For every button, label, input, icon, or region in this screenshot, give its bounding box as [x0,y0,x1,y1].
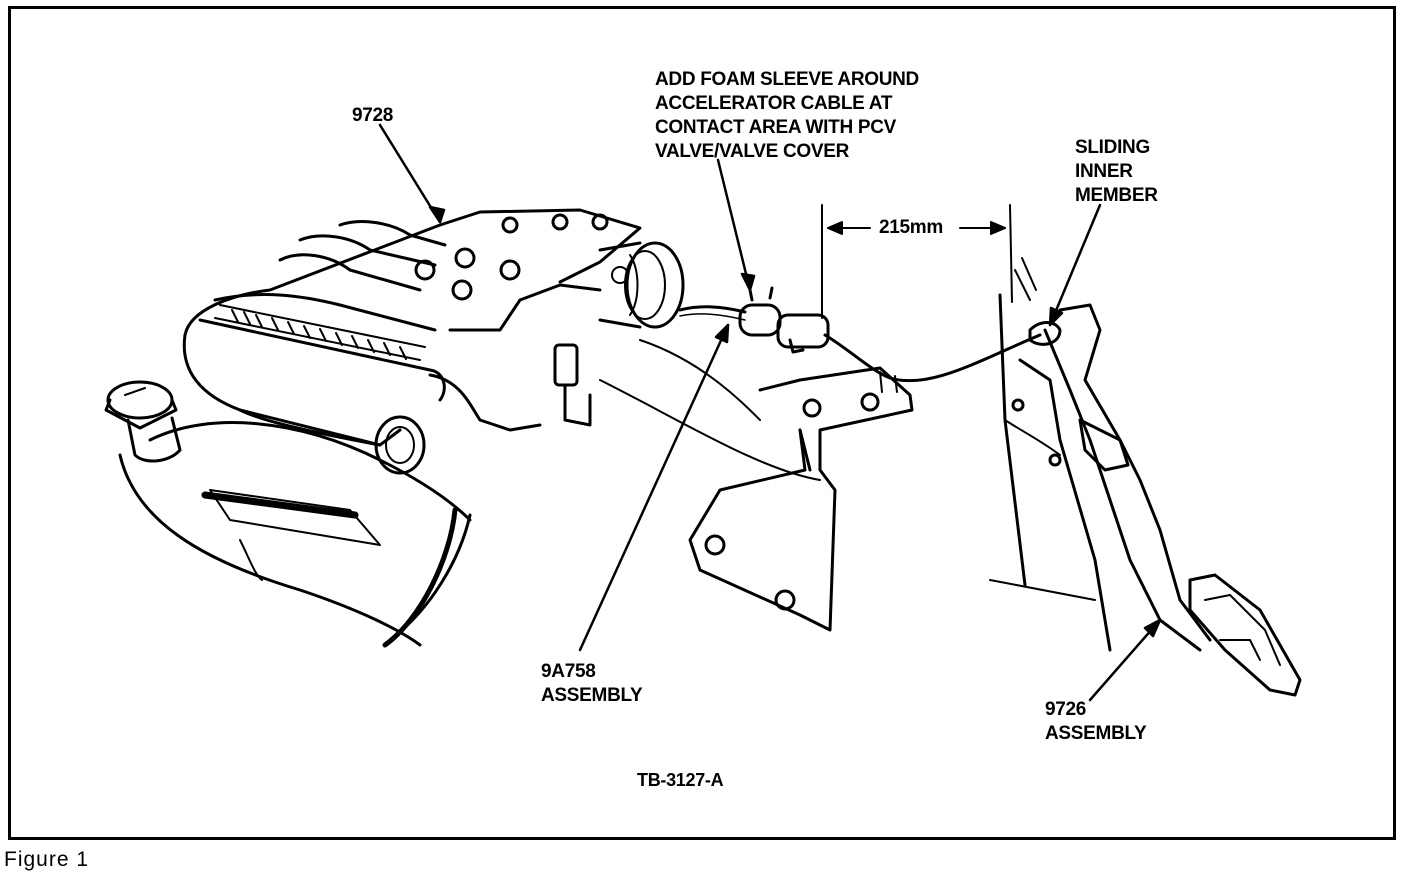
leader-lines [378,123,1162,702]
label-9726-assembly: 9726 ASSEMBLY [1045,699,1147,744]
figure-frame [8,6,1396,840]
cable-bracket [688,366,914,632]
dimension-215mm [821,204,1013,319]
firewall [998,293,1112,652]
label-9728: 9728 [352,105,394,126]
label-dimension: 215mm [875,216,947,240]
foam-sleeve [738,286,830,354]
floor-rails [599,339,1096,601]
figure-identifier: TB-3127-A [637,770,724,790]
oil-filler-cap [104,380,182,463]
figure-caption: Figure 1 [4,848,90,871]
label-foam-sleeve-note: ADD FOAM SLEEVE AROUND ACCELERATOR CABLE… [655,69,919,162]
pedal-assembly [1014,257,1302,697]
label-sliding-inner-member: SLIDING INNER MEMBER [1075,137,1158,206]
accelerator-cable [678,305,1042,383]
throttle-body [598,241,685,329]
engine-body [118,421,472,648]
label-9a758-assembly: 9A758 ASSEMBLY [541,661,643,706]
intake-manifold [182,208,642,475]
